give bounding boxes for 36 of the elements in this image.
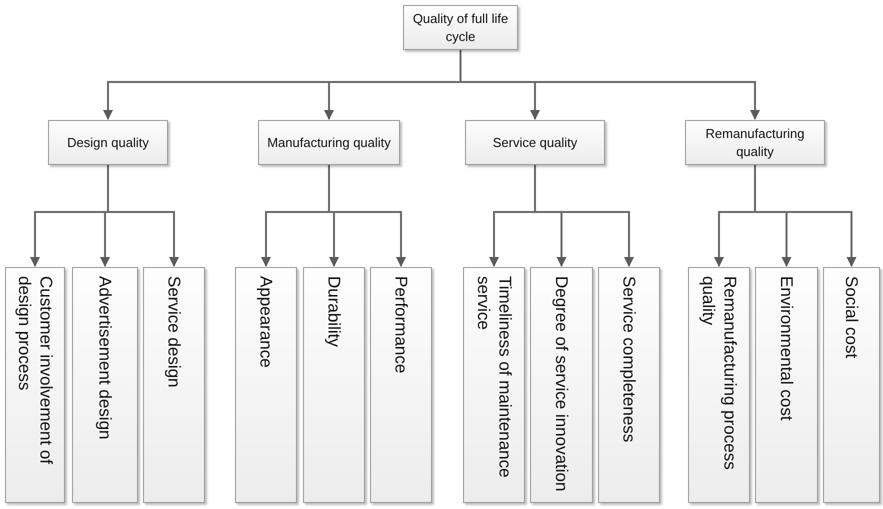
node-label: Degree of service innovation xyxy=(551,276,572,492)
indicator-box xyxy=(823,267,880,503)
category-box xyxy=(403,5,518,50)
category-box xyxy=(48,120,168,165)
indicator-box xyxy=(5,267,65,503)
indicator-box xyxy=(688,267,750,503)
arrow xyxy=(460,50,760,120)
node-label: Design quality xyxy=(67,134,149,152)
node-label: Timeliness of maintenance service xyxy=(473,276,516,480)
node-label: Advertisement design xyxy=(94,276,116,440)
node-label: Social cost xyxy=(841,276,862,358)
node-label: Customer involvement of design process xyxy=(14,276,56,466)
node-label: Environmental cost xyxy=(776,276,798,421)
node-label: Durability xyxy=(324,276,345,347)
node-label: Manufacturing quality xyxy=(267,134,391,152)
category-box xyxy=(465,120,605,165)
indicator-box xyxy=(72,267,138,503)
node-label: Service design xyxy=(164,276,185,388)
node-label: Service quality xyxy=(492,134,578,152)
node-label: Performance xyxy=(390,276,412,374)
node-label: Quality of full life cycle xyxy=(412,10,510,46)
indicator-box xyxy=(463,267,525,503)
indicator-box xyxy=(598,267,660,503)
indicator-box xyxy=(303,267,365,503)
indicator-box xyxy=(235,267,297,503)
indicator-box xyxy=(143,267,205,503)
indicator-box xyxy=(530,267,593,503)
arrow xyxy=(534,165,634,267)
category-box xyxy=(258,120,400,165)
indicator-box xyxy=(370,267,432,503)
node-label: Remanufacturing process quality xyxy=(698,276,740,472)
node-label: Service completeness xyxy=(618,276,640,442)
node-label: Appearance xyxy=(256,276,277,368)
category-box xyxy=(685,120,825,165)
node-label: Remanufacturing quality xyxy=(704,124,806,160)
indicator-box xyxy=(755,267,818,503)
